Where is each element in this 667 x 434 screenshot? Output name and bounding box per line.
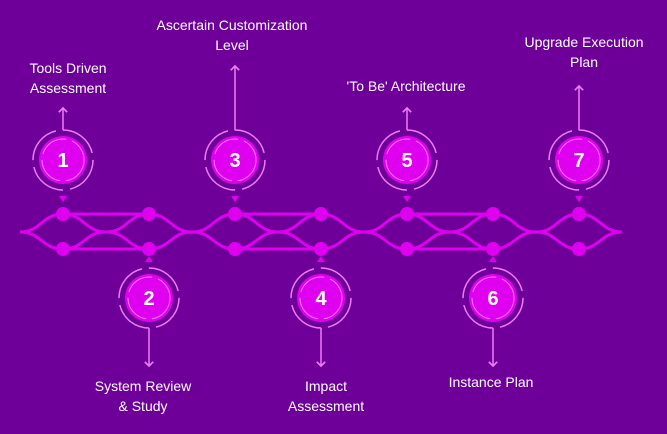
step-label: 'To Be' Architecture: [316, 76, 496, 96]
step-number: 3: [229, 150, 240, 172]
step-label-line: Level: [215, 37, 249, 53]
step-label-line: 'To Be' Architecture: [346, 78, 466, 94]
wave-node-dot: [228, 242, 242, 256]
step-badge-inner-ring: [557, 138, 601, 182]
wave-node-dot: [572, 242, 586, 256]
step-number: 7: [573, 150, 584, 172]
step-label-line: System Review: [94, 378, 192, 394]
step-label-line: Upgrade Execution: [524, 34, 644, 50]
wave-strand-crossing-lower: [62, 230, 494, 251]
connector-pointer: [489, 256, 497, 262]
step-label-line: Ascertain Customization: [156, 17, 308, 33]
step-badge: [39, 136, 87, 184]
wave-node-dot: [314, 207, 328, 221]
step-label-line: Instance Plan: [448, 374, 534, 390]
process-step: 7: [548, 84, 610, 256]
step-badge-inner-ring: [471, 276, 515, 320]
process-step: 1: [32, 106, 94, 256]
step-label-line: & Study: [118, 398, 168, 414]
step-number: 5: [401, 150, 412, 172]
step-badge-inner-ring: [385, 138, 429, 182]
step-badge: [211, 136, 259, 184]
wave-node-dot: [486, 207, 500, 221]
wave-strand-lower: [19, 230, 623, 251]
wave-node-dot: [56, 242, 70, 256]
step-badge: [469, 274, 517, 322]
wave-node-dot: [572, 207, 586, 221]
step-badge-inner-ring: [213, 138, 257, 182]
connector-pointer: [575, 196, 583, 202]
wave-node-dot: [142, 242, 156, 256]
step-label-line: Tools Driven: [29, 60, 107, 76]
step-badge: [555, 136, 603, 184]
wave-node-dot: [314, 242, 328, 256]
step-badge: [125, 274, 173, 322]
wave-strand-crossing-upper: [62, 212, 494, 234]
process-step: 3: [204, 64, 266, 256]
process-step: 4: [290, 207, 352, 368]
step-label: Instance Plan: [401, 372, 581, 392]
step-label-line: Assessment: [287, 398, 365, 414]
step-label-line: Assessment: [29, 80, 107, 96]
step-number: 2: [143, 288, 154, 310]
connector-pointer: [231, 196, 239, 202]
step-badge-inner-ring: [41, 138, 85, 182]
step-badge-inner-ring: [127, 276, 171, 320]
connector-pointer: [145, 256, 153, 262]
step-badge: [297, 274, 345, 322]
connector-pointer: [317, 256, 325, 262]
step-label: System Review & Study: [53, 376, 233, 416]
process-step: 2: [118, 207, 180, 368]
process-step: 6: [462, 207, 524, 368]
step-number: 6: [487, 288, 498, 310]
wave-node-dot: [228, 207, 242, 221]
step-badge: [383, 136, 431, 184]
wave-node-dot: [400, 207, 414, 221]
step-number: 4: [315, 288, 327, 310]
step-label-line: Plan: [569, 54, 599, 70]
wave-node-dot: [142, 207, 156, 221]
connector-pointer: [59, 196, 67, 202]
step-badge-inner-ring: [299, 276, 343, 320]
step-label-line: Impact: [304, 378, 347, 394]
process-step: 5: [376, 106, 438, 256]
step-number: 1: [57, 150, 68, 172]
wave-node-dot: [486, 242, 500, 256]
wave-node-dot: [400, 242, 414, 256]
wave-node-dot: [56, 207, 70, 221]
connector-pointer: [403, 196, 411, 202]
